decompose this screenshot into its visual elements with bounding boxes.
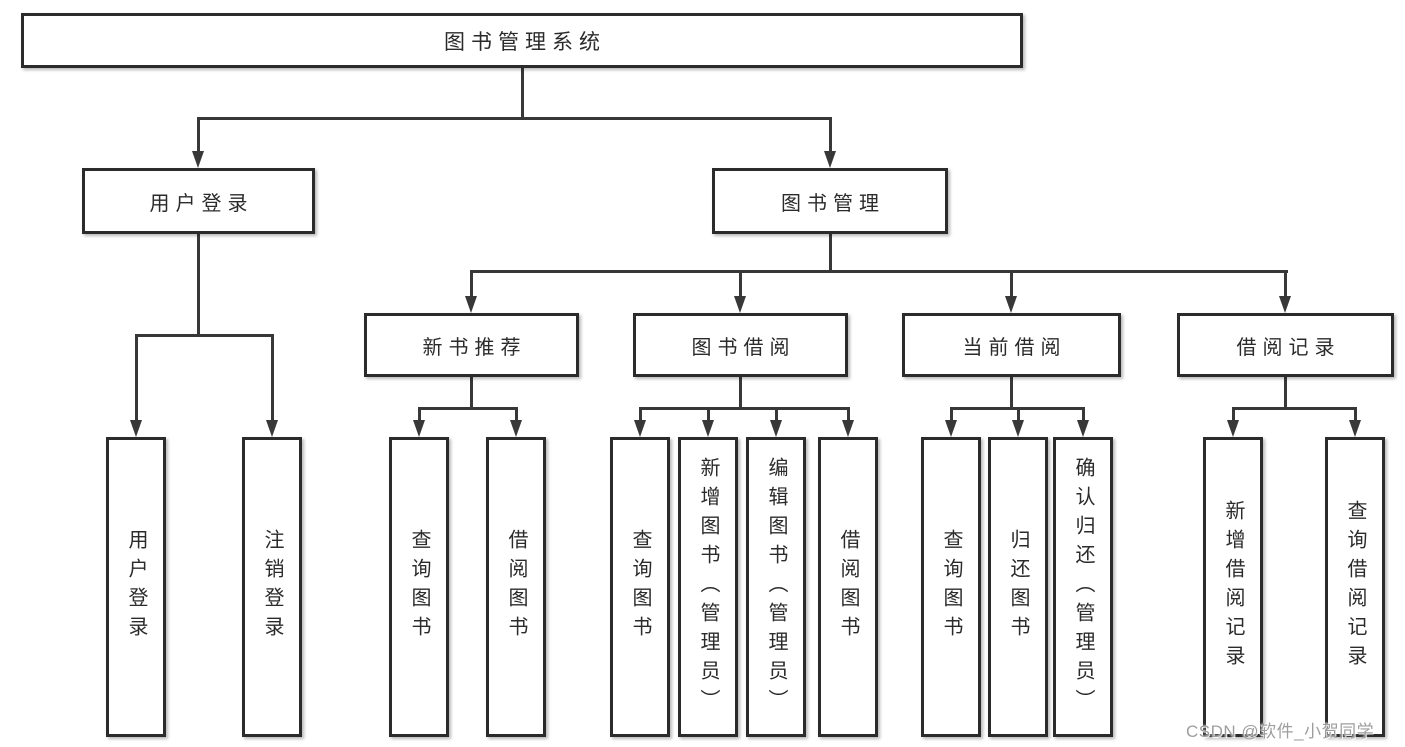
connector-line-vertical	[1009, 377, 1013, 408]
connector-line-vertical	[1283, 271, 1287, 299]
connector-line-horizontal	[638, 406, 850, 410]
connector-line-vertical	[417, 408, 421, 423]
connector-line-vertical	[270, 335, 274, 423]
arrow-down-icon	[734, 296, 746, 313]
connector-line-vertical	[520, 68, 524, 118]
leaf-query-books-borrowing-label: 查询图书	[629, 529, 651, 645]
leaf-query-borrow-record-label: 查询借阅记录	[1344, 500, 1366, 674]
leaf-return-books: 归还图书	[988, 437, 1048, 737]
connector-line-vertical	[1081, 408, 1085, 423]
connector-line-vertical	[514, 408, 518, 423]
leaf-add-borrow-record: 新增借阅记录	[1203, 437, 1263, 737]
leaf-return-books-label: 归还图书	[1007, 529, 1029, 645]
leaf-add-borrow-record-label: 新增借阅记录	[1222, 500, 1244, 674]
arrow-down-icon	[770, 420, 782, 437]
arrow-down-icon	[192, 151, 204, 168]
node-borrowing-records-label: 借阅记录	[1236, 336, 1341, 359]
node-book-management: 图书管理	[712, 168, 948, 234]
node-book-borrowing-label: 图书借阅	[691, 336, 796, 359]
arrow-down-icon	[824, 151, 836, 168]
node-book-management-label: 图书管理	[781, 192, 885, 215]
connector-line-vertical	[738, 377, 742, 408]
leaf-query-books-borrowing: 查询图书	[610, 437, 670, 737]
connector-line-vertical	[1283, 377, 1287, 408]
connector-line-vertical	[949, 408, 953, 423]
connector-line-horizontal	[417, 406, 518, 410]
connector-line-vertical	[196, 118, 200, 154]
connector-line-vertical	[1009, 271, 1013, 299]
connector-line-vertical	[1231, 408, 1235, 423]
connector-line-vertical	[774, 408, 778, 423]
arrow-down-icon	[510, 420, 522, 437]
leaf-user-login-label: 用户登录	[125, 529, 147, 645]
leaf-borrow-books-recommend-label: 借阅图书	[505, 529, 527, 645]
node-book-borrowing: 图书借阅	[633, 313, 848, 377]
leaf-edit-books-admin-label: 编辑图书（管理员）	[765, 456, 787, 718]
connector-line-vertical	[828, 234, 832, 271]
node-library-system: 图书管理系统	[21, 13, 1023, 68]
arrow-down-icon	[702, 420, 714, 437]
leaf-query-books-current-label: 查询图书	[940, 529, 962, 645]
arrow-down-icon	[465, 296, 477, 313]
arrow-down-icon	[634, 420, 646, 437]
leaf-borrow-books-borrowing: 借阅图书	[818, 437, 878, 737]
arrow-down-icon	[1077, 420, 1089, 437]
arrow-down-icon	[1005, 296, 1017, 313]
node-user-login: 用户登录	[82, 168, 315, 234]
watermark: CSDN @软件_小贺同学	[1186, 722, 1375, 741]
leaf-borrow-books-borrowing-label: 借阅图书	[837, 529, 859, 645]
connector-line-horizontal	[469, 269, 1288, 273]
connector-line-horizontal	[134, 333, 274, 337]
node-new-book-recommendation-label: 新书推荐	[422, 336, 527, 359]
arrow-down-icon	[266, 420, 278, 437]
leaf-confirm-return-admin: 确认归还（管理员）	[1053, 437, 1113, 737]
arrow-down-icon	[1279, 296, 1291, 313]
node-library-system-label: 图书管理系统	[444, 30, 606, 54]
arrow-down-icon	[1349, 420, 1361, 437]
leaf-add-books-admin: 新增图书（管理员）	[678, 437, 738, 737]
node-current-borrowing: 当前借阅	[902, 313, 1121, 377]
node-new-book-recommendation: 新书推荐	[364, 313, 579, 377]
arrow-down-icon	[842, 420, 854, 437]
leaf-query-books-recommend: 查询图书	[389, 437, 449, 737]
node-borrowing-records: 借阅记录	[1177, 313, 1394, 377]
leaf-query-books-recommend-label: 查询图书	[408, 529, 430, 645]
connector-line-horizontal	[949, 406, 1085, 410]
connector-line-vertical	[469, 377, 473, 408]
connector-line-vertical	[846, 408, 850, 423]
arrow-down-icon	[945, 420, 957, 437]
connector-line-vertical	[706, 408, 710, 423]
arrow-down-icon	[130, 420, 142, 437]
connector-line-horizontal	[1231, 406, 1357, 410]
node-user-login-label: 用户登录	[149, 192, 254, 215]
arrow-down-icon	[1012, 420, 1024, 437]
leaf-edit-books-admin: 编辑图书（管理员）	[746, 437, 806, 737]
leaf-borrow-books-recommend: 借阅图书	[486, 437, 546, 737]
leaf-logout: 注销登录	[242, 437, 302, 737]
connector-line-vertical	[828, 118, 832, 154]
leaf-confirm-return-admin-label: 确认归还（管理员）	[1072, 456, 1094, 718]
connector-line-horizontal	[196, 116, 832, 120]
leaf-user-login: 用户登录	[106, 437, 166, 737]
leaf-logout-label: 注销登录	[261, 529, 283, 645]
leaf-query-borrow-record: 查询借阅记录	[1325, 437, 1385, 737]
leaf-add-books-admin-label: 新增图书（管理员）	[697, 456, 719, 718]
connector-line-vertical	[196, 234, 200, 335]
connector-line-vertical	[1016, 408, 1020, 423]
connector-line-vertical	[1353, 408, 1357, 423]
arrow-down-icon	[413, 420, 425, 437]
connector-line-vertical	[134, 335, 138, 423]
connector-line-vertical	[738, 271, 742, 299]
leaf-query-books-current: 查询图书	[921, 437, 981, 737]
node-current-borrowing-label: 当前借阅	[962, 336, 1067, 359]
arrow-down-icon	[1227, 420, 1239, 437]
connector-line-vertical	[469, 271, 473, 299]
connector-line-vertical	[638, 408, 642, 423]
